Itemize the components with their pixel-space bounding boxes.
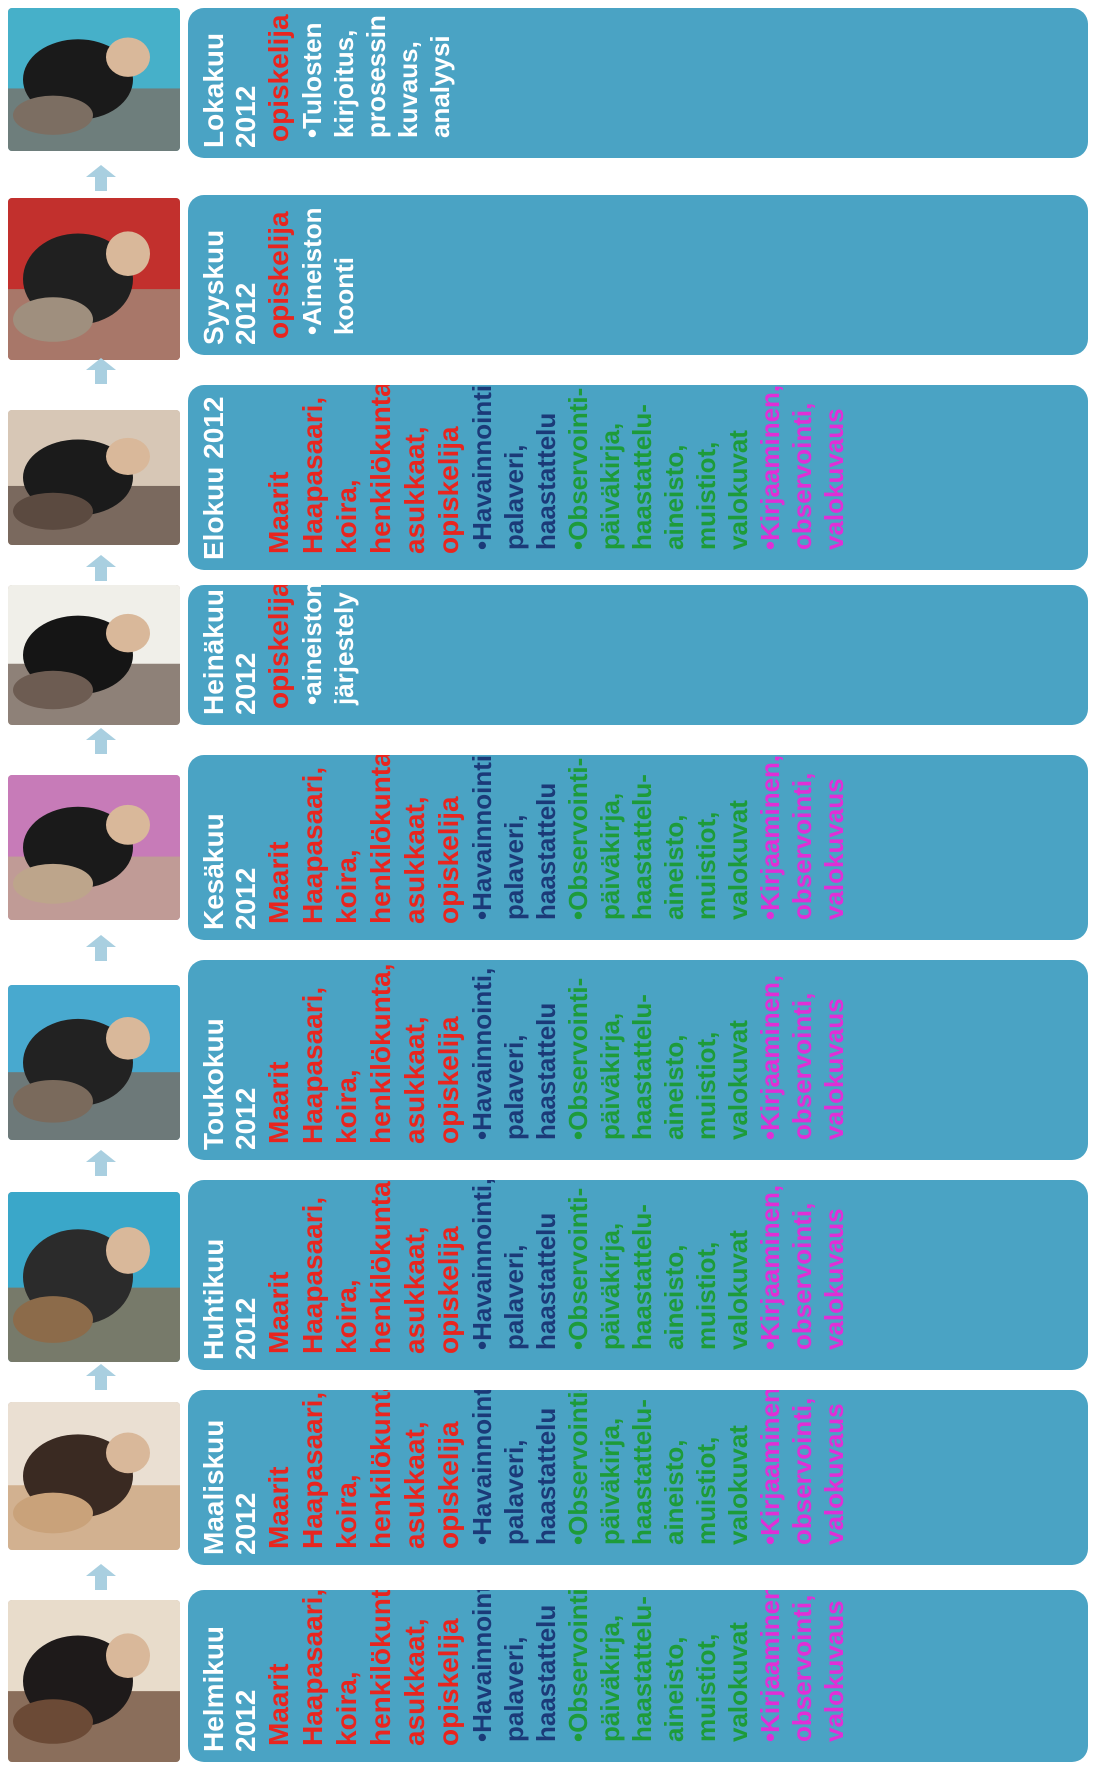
step-participants: opiskelija bbox=[263, 14, 294, 142]
arrow-up-icon bbox=[86, 935, 116, 961]
step-bullet: Observointi-päiväkirja, haastattelu-aine… bbox=[562, 1390, 754, 1545]
step-bullet: Havainnointi, palaveri, haastattelu bbox=[466, 1390, 562, 1545]
step-month: Syyskuu 2012 bbox=[198, 229, 261, 345]
step-participants: opiskelija bbox=[263, 211, 294, 339]
step-participants: Maarit Haapasaari, koira, henkilökunta, … bbox=[263, 385, 464, 554]
step-bullet: Kirjaaminen, observointi, valokuvaus bbox=[754, 385, 850, 550]
step-month: Elokuu 2012 bbox=[198, 396, 229, 560]
arrow-up-icon bbox=[86, 165, 116, 191]
step-bullets: Havainnointi, palaveri, haastatteluObser… bbox=[466, 385, 850, 552]
photo-6 bbox=[8, 585, 180, 725]
step-bullets: Havainnointi, palaveri, haastatteluObser… bbox=[466, 1590, 850, 1744]
step-participants: Maarit Haapasaari, koira, henkilökunta, … bbox=[263, 963, 464, 1144]
arrow-up-icon bbox=[86, 1150, 116, 1176]
step-bullets: Tulosten kirjoitus, prosessin kuvaus, an… bbox=[296, 14, 456, 140]
step-month: Heinäkuu 2012 bbox=[198, 588, 261, 715]
step-bullet: Aineiston koonti bbox=[296, 207, 360, 335]
step-bullet: Kirjaaminen, observointi, valokuvaus bbox=[754, 1590, 850, 1742]
step-bullet: Observointi-päiväkirja, haastattelu-aine… bbox=[562, 1590, 754, 1742]
step-bullet: Kirjaaminen, observointi, valokuvaus bbox=[754, 964, 850, 1140]
step-month: Toukokuu 2012 bbox=[198, 1018, 261, 1150]
photo-1 bbox=[8, 1600, 180, 1762]
step-bullet: Observointi-päiväkirja, haastattelu-aine… bbox=[562, 755, 754, 920]
photo-3 bbox=[8, 1192, 180, 1362]
step-bullet: Observointi-päiväkirja, haastattelu-aine… bbox=[562, 964, 754, 1140]
photo-2 bbox=[8, 1402, 180, 1550]
arrow-up-icon bbox=[86, 555, 116, 581]
step-bullets: aineiston järjestely bbox=[296, 585, 360, 707]
step-bullet: Havainnointi, palaveri, haastattelu bbox=[466, 964, 562, 1140]
timeline-step-9: Lokakuu 2012opiskelijaTulosten kirjoitus… bbox=[188, 8, 1088, 158]
timeline-step-8: Syyskuu 2012opiskelijaAineiston koonti bbox=[188, 195, 1088, 355]
step-month: Huhtikuu 2012 bbox=[198, 1238, 261, 1360]
timeline-step-7: Elokuu 2012 Maarit Haapasaari, koira, hen… bbox=[188, 385, 1088, 570]
step-bullet: Tulosten kirjoitus, prosessin kuvaus, an… bbox=[296, 14, 456, 138]
step-bullet: aineiston järjestely bbox=[296, 585, 360, 705]
step-bullet: Havainnointi, palaveri, haastattelu bbox=[466, 1180, 562, 1350]
step-month: Lokakuu 2012 bbox=[198, 32, 261, 148]
step-bullets: Havainnointi, palaveri, haastatteluObser… bbox=[466, 1390, 850, 1547]
step-participants: Maarit Haapasaari, koira, henkilökunta, … bbox=[263, 1390, 464, 1549]
step-bullet: Observointi-päiväkirja, haastattelu-aine… bbox=[562, 385, 754, 550]
step-bullet: Havainnointi, palaveri, haastattelu bbox=[466, 1590, 562, 1742]
step-month: Maaliskuu 2012 bbox=[198, 1419, 261, 1555]
step-bullet: Havainnointi, palaveri, haastattelu bbox=[466, 755, 562, 920]
photo-9 bbox=[8, 8, 180, 151]
arrow-up-icon bbox=[86, 1364, 116, 1390]
step-bullet: Havainnointi, palaveri, haastattelu bbox=[466, 385, 562, 550]
step-month: Kesäkuu 2012 bbox=[198, 813, 261, 930]
step-bullet: Observointi-päiväkirja, haastattelu-aine… bbox=[562, 1180, 754, 1350]
step-participants: opiskelija bbox=[263, 585, 294, 709]
step-participants: Maarit Haapasaari, koira, henkilökunta, … bbox=[263, 1590, 464, 1746]
photo-4 bbox=[8, 985, 180, 1140]
arrow-up-icon bbox=[86, 728, 116, 754]
step-bullet: Kirjaaminen, observointi, valokuvaus bbox=[754, 1180, 850, 1350]
step-bullets: Havainnointi, palaveri, haastatteluObser… bbox=[466, 1180, 850, 1352]
step-bullets: Havainnointi, palaveri, haastatteluObser… bbox=[466, 964, 850, 1142]
step-bullets: Havainnointi, palaveri, haastatteluObser… bbox=[466, 755, 850, 922]
photo-5 bbox=[8, 775, 180, 920]
step-bullet: Kirjaaminen, observointi, valokuvaus bbox=[754, 755, 850, 920]
photo-8 bbox=[8, 198, 180, 360]
timeline-step-6: Heinäkuu 2012opiskelijaaineiston järjest… bbox=[188, 585, 1088, 725]
arrow-up-icon bbox=[86, 358, 116, 384]
step-participants: Maarit Haapasaari, koira, henkilökunta, … bbox=[263, 755, 464, 924]
step-participants: Maarit Haapasaari, koira, henkilökunta, … bbox=[263, 1180, 464, 1354]
step-bullets: Aineiston koonti bbox=[296, 207, 360, 337]
arrow-up-icon bbox=[86, 1564, 116, 1590]
step-month: Helmikuu 2012 bbox=[198, 1625, 261, 1752]
step-bullet: Kirjaaminen, observointi, valokuvaus bbox=[754, 1390, 850, 1545]
photo-7 bbox=[8, 410, 180, 545]
